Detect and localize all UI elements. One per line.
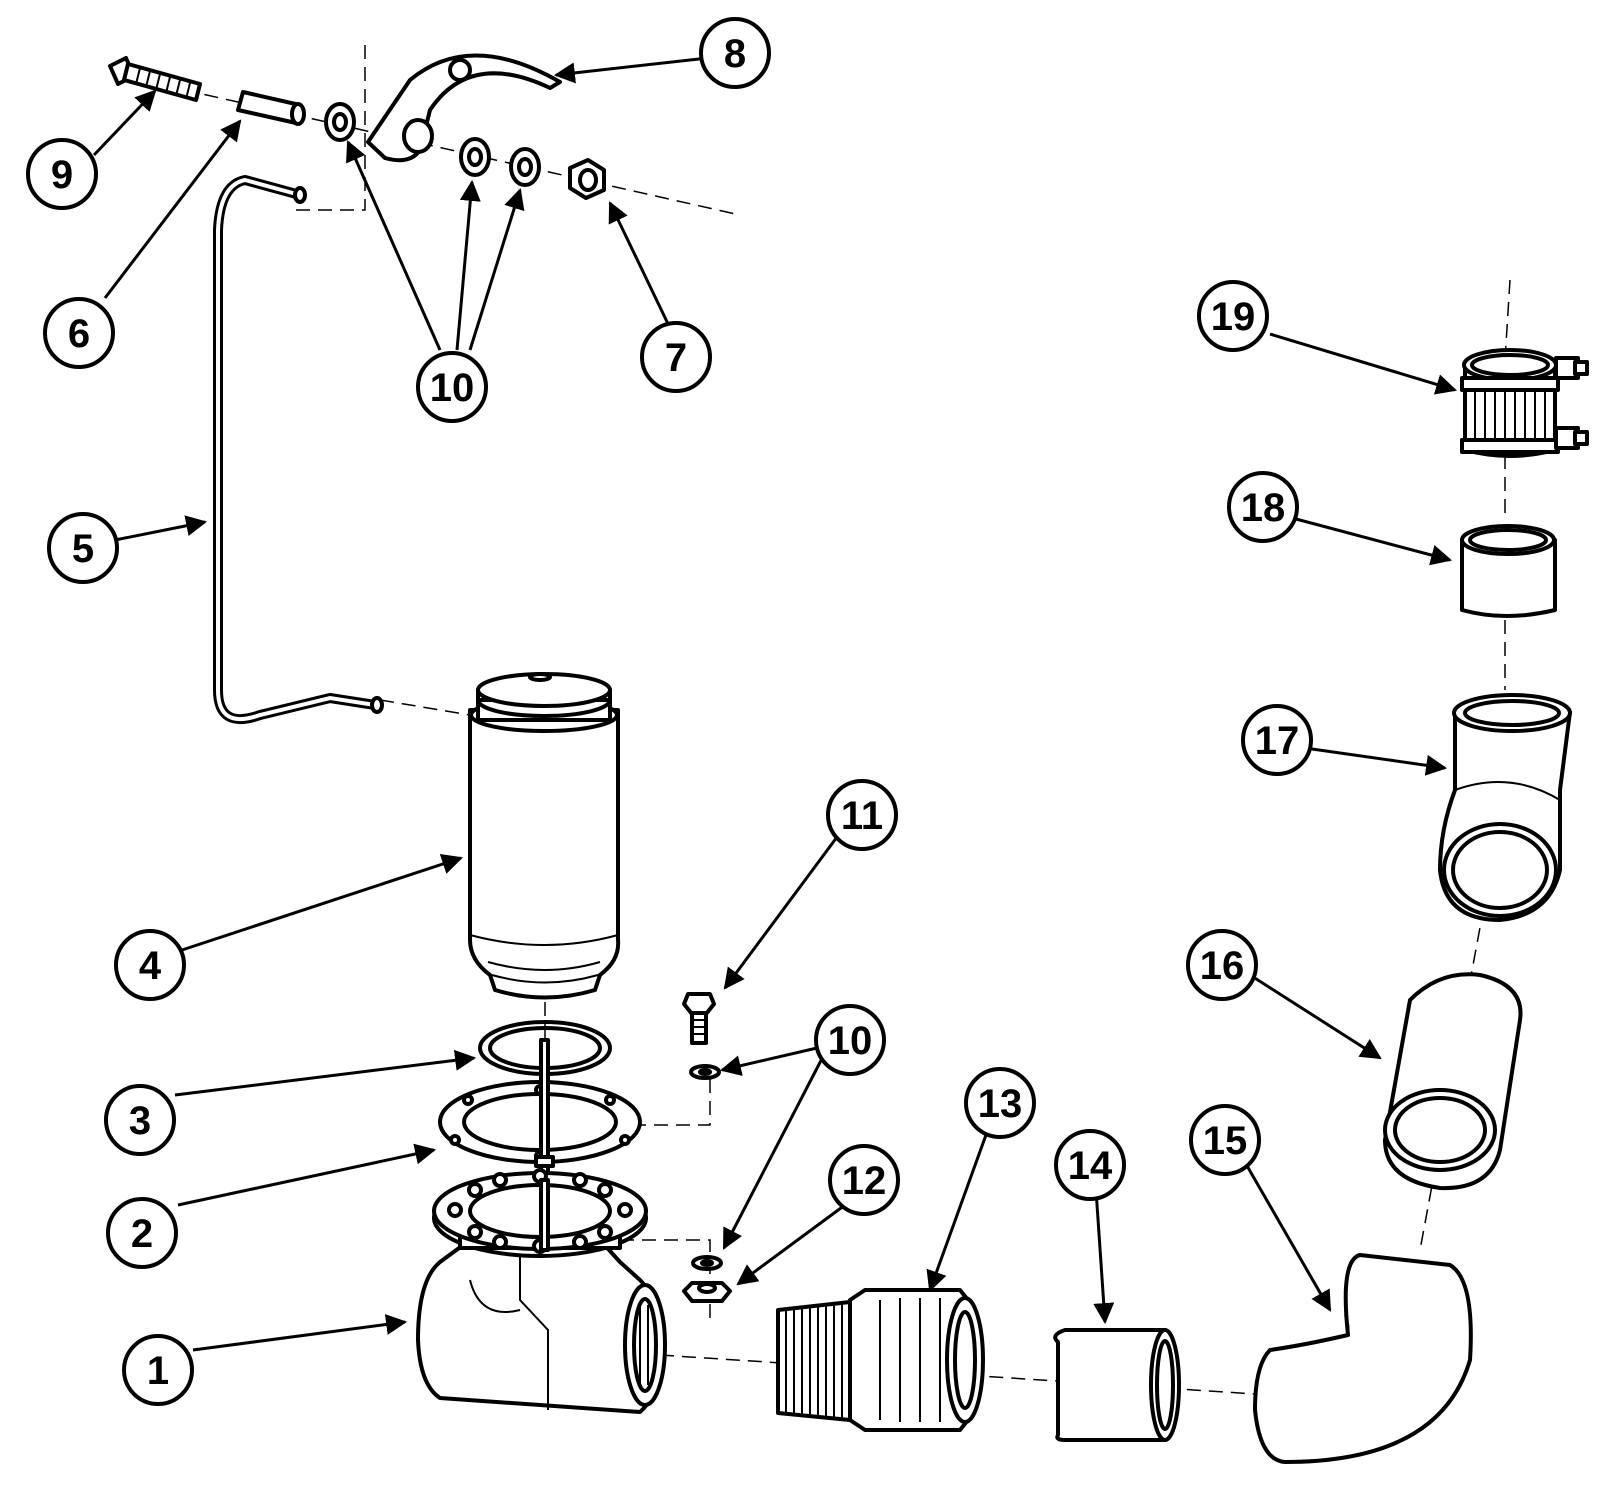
part-6-pin [236,90,306,126]
part-4-canister [468,672,621,1000]
callout-17: 17 [1241,704,1313,776]
part-11-small-bolt [682,992,716,1045]
part-8-bracket [366,53,562,163]
part-7-nut [568,158,606,200]
svg-text:5: 5 [72,527,94,571]
svg-text:18: 18 [1241,486,1286,530]
part-16-pipe [1383,972,1523,1191]
svg-text:4: 4 [139,944,162,988]
callout-16: 16 [1186,929,1258,1001]
part-12-nut [682,1281,732,1303]
part-13-union [776,1288,985,1432]
svg-text:12: 12 [842,1159,887,1203]
part-19-clamp-coupling [1460,348,1589,458]
callout-12: 12 [828,1144,900,1216]
callouts: 1 2 3 4 5 6 7 8 9 10 11 10 12 13 14 15 1… [26,17,1313,1406]
svg-text:10: 10 [430,366,475,410]
svg-text:19: 19 [1211,295,1256,339]
callout-6: 6 [43,297,115,369]
callout-2: 2 [106,1197,178,1269]
svg-text:2: 2 [131,1212,153,1256]
svg-text:15: 15 [1203,1119,1248,1163]
svg-text:10: 10 [828,1019,873,1063]
part-18-bushing [1460,524,1557,618]
svg-text:14: 14 [1068,1144,1113,1188]
part-14-coupling [1053,1328,1181,1442]
callout-10-top: 10 [416,351,488,423]
svg-text:13: 13 [978,1082,1023,1126]
callout-9: 9 [26,138,98,210]
leader-lines [92,56,1458,1352]
part-5-rod [213,175,384,724]
part-9-bolt [108,56,202,102]
svg-text:7: 7 [665,336,687,380]
svg-text:1: 1 [147,1349,169,1393]
callout-5: 5 [47,512,119,584]
callout-14: 14 [1054,1129,1126,1201]
callout-4: 4 [114,929,186,1001]
svg-text:3: 3 [129,1099,151,1143]
callout-10-mid: 10 [814,1004,886,1076]
part-10-washers-top [324,102,541,187]
callout-3: 3 [104,1084,176,1156]
svg-text:9: 9 [51,153,73,197]
part-17-45-elbow [1438,693,1572,922]
part-1-valve-body [416,1168,667,1414]
callout-13: 13 [964,1067,1036,1139]
callout-8: 8 [699,17,771,89]
svg-text:16: 16 [1200,944,1245,988]
part-10-washers-mid [689,1064,723,1271]
callout-1: 1 [122,1334,194,1406]
svg-text:11: 11 [841,794,883,838]
callout-18: 18 [1227,471,1299,543]
callout-15: 15 [1189,1104,1261,1176]
svg-text:8: 8 [724,32,746,76]
svg-text:6: 6 [68,312,90,356]
part-15-elbow [1253,1253,1473,1464]
svg-text:17: 17 [1255,719,1300,763]
callout-19: 19 [1197,280,1269,352]
callout-11: 11 [826,779,898,851]
callout-7: 7 [640,321,712,393]
